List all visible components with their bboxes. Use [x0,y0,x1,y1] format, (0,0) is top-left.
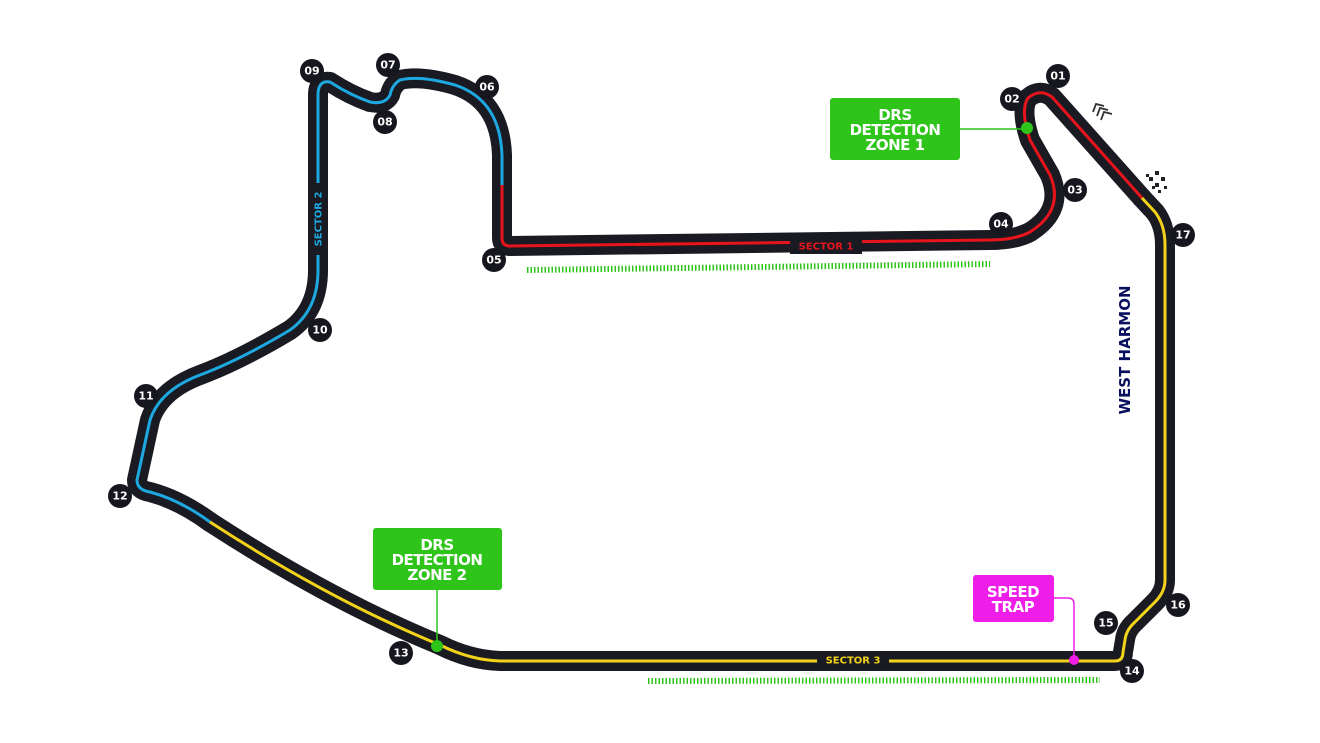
direction-chevrons-icon [1092,102,1113,121]
turn-08: 08 [373,110,397,134]
street-label: WEST HARMON [1116,286,1134,415]
speed-trap-box: SPEED TRAP [973,575,1054,622]
track [127,68,1175,671]
speed-trap-line-1: SPEED [987,583,1039,601]
sector-3-line [209,196,1167,663]
drs-2-line-3: ZONE 2 [407,566,466,584]
svg-text:10: 10 [312,324,328,337]
drs-detection-zone-2-box: DRS DETECTION ZONE 2 [373,528,502,590]
svg-text:07: 07 [380,59,395,72]
sector-2-text: SECTOR 2 [314,192,325,247]
turn-06: 06 [475,75,499,99]
speed-trap-line-2: TRAP [992,598,1035,616]
turn-16: 16 [1166,593,1190,617]
turn-07: 07 [376,53,400,77]
sector-3-label: SECTOR 3 [817,654,889,668]
sector-1-text: SECTOR 1 [799,242,854,253]
svg-text:05: 05 [486,254,501,267]
sector-1-label: SECTOR 1 [790,240,862,254]
svg-text:11: 11 [138,390,153,403]
svg-text:13: 13 [393,647,408,660]
drs-1-line-3: ZONE 1 [865,136,924,154]
drs-1-line-1: DRS [878,106,911,124]
sector-1-line [500,91,1144,248]
svg-text:15: 15 [1098,617,1113,630]
svg-text:08: 08 [377,116,392,129]
svg-text:16: 16 [1170,599,1186,612]
svg-text:06: 06 [479,81,495,94]
drs-detection-point-1 [1021,122,1033,134]
drs-1-line-2: DETECTION [850,121,941,139]
turn-14: 14 [1120,659,1144,683]
svg-text:17: 17 [1175,229,1190,242]
drs-2-line-1: DRS [420,536,453,554]
speed-trap-point [1069,655,1079,665]
svg-text:04: 04 [993,218,1009,231]
turn-09: 09 [300,59,324,83]
drs-2-line-2: DETECTION [392,551,483,569]
turn-05: 05 [482,248,506,272]
svg-text:02: 02 [1004,93,1019,106]
turn-13: 13 [389,641,413,665]
turn-11: 11 [134,384,158,408]
drs-detection-zone-1-box: DRS DETECTION ZONE 1 [830,98,960,160]
svg-text:03: 03 [1067,184,1082,197]
sector-3-text: SECTOR 3 [826,656,881,667]
svg-text:14: 14 [1124,665,1140,678]
sector-2-label: SECTOR 2 [311,183,325,255]
turn-02: 02 [1000,87,1024,111]
turn-17: 17 [1171,223,1195,247]
drs-zone-1-marker [526,261,991,273]
drs-zone-2-marker [647,677,1101,684]
turn-04: 04 [989,212,1013,236]
sector-2-line [135,76,504,524]
svg-text:01: 01 [1050,70,1065,83]
drs-detection-point-2 [431,640,443,652]
turn-10: 10 [308,318,332,342]
turn-12: 12 [108,484,132,508]
turn-15: 15 [1094,611,1118,635]
svg-text:12: 12 [112,490,127,503]
turn-01: 01 [1046,64,1070,88]
svg-text:09: 09 [304,65,319,78]
turn-03: 03 [1063,178,1087,202]
chequered-flag-icon [1146,171,1167,193]
